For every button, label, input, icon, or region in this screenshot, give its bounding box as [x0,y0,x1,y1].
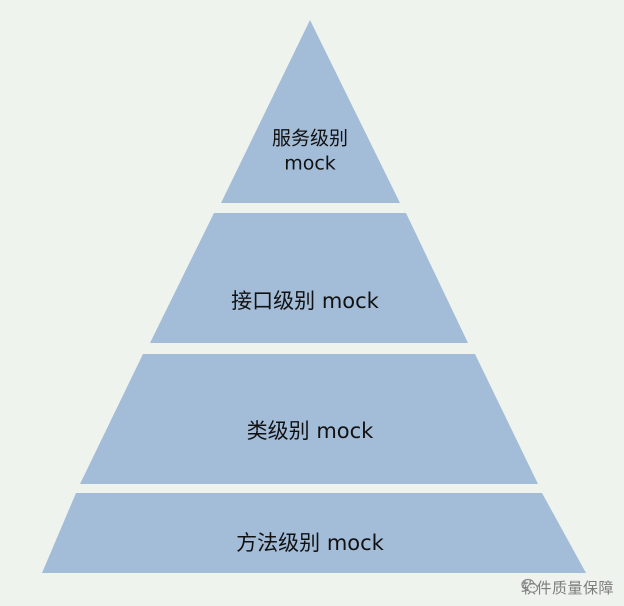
tier-2-label: 接口级别 mock [231,289,380,313]
tier-4-label: 方法级别 mock [236,531,385,555]
watermark: 软件质量保障 [521,577,614,598]
tier-1-label-line-2: mock [284,153,336,175]
tier-1-shape [221,20,400,203]
tier-2-shape [150,213,468,343]
watermark-text: 软件质量保障 [520,579,614,597]
tier-3-shape [80,354,538,484]
wechat-icon [521,578,539,593]
tier-4-shape [42,493,586,573]
tier-3-label: 类级别 mock [247,419,375,443]
tier-1-label-line-1: 服务级别 [272,128,348,150]
